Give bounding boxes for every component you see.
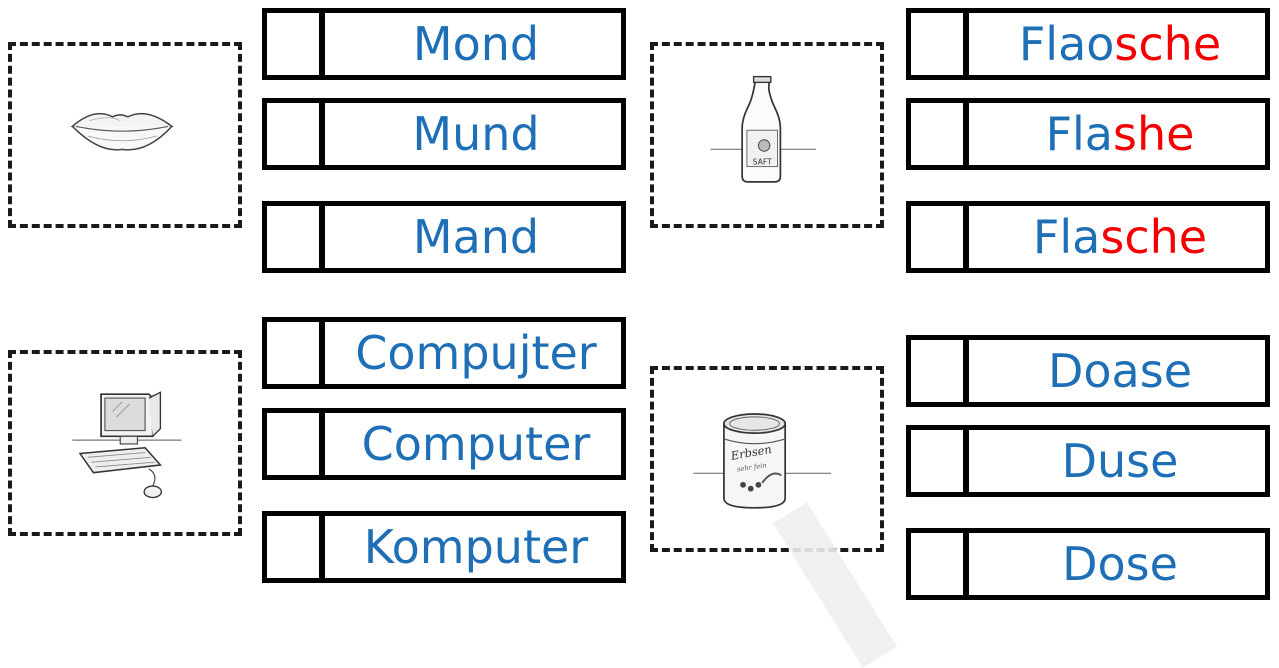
word-segment: Komputer bbox=[363, 520, 589, 574]
option-word: Mand bbox=[331, 206, 621, 268]
answer-option-compujter[interactable]: Compujter bbox=[262, 317, 626, 389]
option-word: Doase bbox=[975, 340, 1265, 402]
checkbox[interactable] bbox=[267, 516, 325, 578]
word-segment: Mund bbox=[412, 107, 540, 161]
option-word: Komputer bbox=[331, 516, 621, 578]
option-word: Compujter bbox=[331, 322, 621, 384]
picture-frame-computer bbox=[8, 350, 242, 536]
checkbox[interactable] bbox=[911, 340, 969, 402]
checkbox[interactable] bbox=[911, 206, 969, 268]
can-icon: Erbsen sehr fein bbox=[693, 413, 832, 509]
answer-option-duse[interactable]: Duse bbox=[906, 425, 1270, 497]
checkbox[interactable] bbox=[911, 533, 969, 595]
option-word: Computer bbox=[331, 413, 621, 475]
highlighted-letters: she bbox=[1113, 107, 1195, 161]
answer-option-mand[interactable]: Mand bbox=[262, 201, 626, 273]
word-segment: Fla bbox=[1032, 210, 1101, 264]
highlighted-letters: sche bbox=[1114, 17, 1222, 71]
checkbox[interactable] bbox=[911, 13, 969, 75]
bottle-icon: SAFT bbox=[710, 75, 816, 183]
option-word: Duse bbox=[975, 430, 1265, 492]
highlighted-letters: sche bbox=[1100, 210, 1208, 264]
answer-option-komputer[interactable]: Komputer bbox=[262, 511, 626, 583]
bottle-label: SAFT bbox=[753, 158, 772, 167]
answer-option-mund[interactable]: Mund bbox=[262, 98, 626, 170]
word-segment: Computer bbox=[361, 417, 591, 471]
word-segment: Dose bbox=[1062, 537, 1178, 591]
checkbox[interactable] bbox=[911, 103, 969, 165]
word-segment: Flao bbox=[1018, 17, 1115, 71]
word-segment: Mand bbox=[412, 210, 540, 264]
option-word: Mund bbox=[331, 103, 621, 165]
option-word: Mond bbox=[331, 13, 621, 75]
checkbox[interactable] bbox=[267, 206, 325, 268]
picture-frame-can: Erbsen sehr fein bbox=[650, 366, 884, 552]
checkbox[interactable] bbox=[267, 413, 325, 475]
word-segment: Mond bbox=[412, 17, 540, 71]
checkbox[interactable] bbox=[267, 322, 325, 384]
computer-icon bbox=[72, 391, 182, 499]
answer-option-mond[interactable]: Mond bbox=[262, 8, 626, 80]
checkbox[interactable] bbox=[267, 103, 325, 165]
picture-frame-lips bbox=[8, 42, 242, 228]
option-word: Dose bbox=[975, 533, 1265, 595]
word-segment: Compujter bbox=[355, 326, 597, 380]
answer-option-doase[interactable]: Doase bbox=[906, 335, 1270, 407]
lips-icon bbox=[70, 112, 174, 151]
word-segment: Fla bbox=[1045, 107, 1113, 161]
word-segment: Duse bbox=[1061, 434, 1179, 488]
answer-option-dose[interactable]: Dose bbox=[906, 528, 1270, 600]
picture-frame-bottle: SAFT bbox=[650, 42, 884, 228]
word-segment: Doase bbox=[1047, 344, 1193, 398]
checkbox[interactable] bbox=[911, 430, 969, 492]
answer-option-computer[interactable]: Computer bbox=[262, 408, 626, 480]
checkbox[interactable] bbox=[267, 13, 325, 75]
